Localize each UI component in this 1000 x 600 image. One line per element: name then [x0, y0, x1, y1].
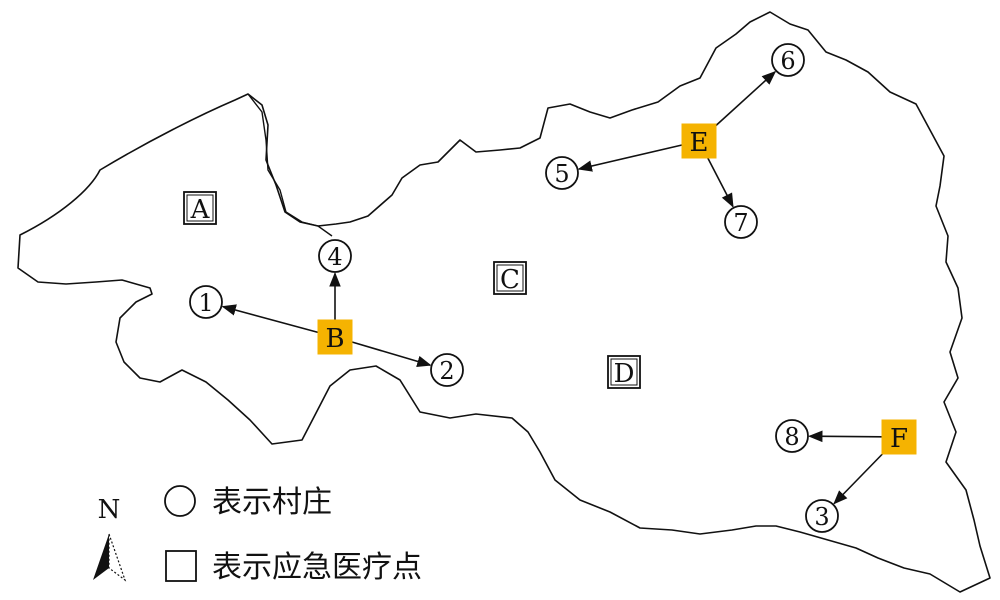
medical-point-label: B	[325, 324, 344, 354]
village-label: 1	[198, 289, 213, 317]
medical-point-label: E	[690, 128, 709, 158]
arrow-E-to-v6	[715, 70, 777, 127]
village-label: 6	[780, 47, 795, 75]
medical-point-A: A	[183, 191, 217, 225]
legend: 表示村庄 表示应急医疗点	[164, 485, 422, 585]
medical-point-label: A	[190, 195, 211, 225]
medical-point-label: D	[614, 359, 635, 389]
medical-point-label: C	[500, 265, 520, 295]
medical-point-E: E	[681, 123, 717, 159]
village-3: 3	[805, 499, 839, 533]
legend-medical-text: 表示应急医疗点	[212, 550, 422, 585]
village-5: 5	[545, 156, 579, 190]
medical-point-C: C	[493, 261, 527, 295]
village-4: 4	[318, 239, 352, 273]
village-label: 7	[733, 209, 748, 237]
medical-point-B: B	[317, 319, 353, 355]
legend-medical-icon	[165, 550, 197, 582]
legend-village-text: 表示村庄	[212, 485, 332, 520]
village-7: 7	[724, 205, 758, 239]
village-label: 4	[327, 243, 342, 271]
village-label: 2	[439, 357, 454, 385]
village-1: 1	[189, 285, 223, 319]
legend-village-icon	[164, 485, 196, 517]
arrow-F-to-v8	[808, 430, 883, 443]
village-label: 3	[814, 503, 829, 531]
medical-point-label: F	[890, 424, 908, 454]
village-label: 8	[784, 423, 799, 451]
village-2: 2	[430, 353, 464, 387]
arrows-layer	[221, 70, 883, 505]
village-6: 6	[771, 43, 805, 77]
arrow-F-to-v3	[833, 453, 883, 505]
arrow-E-to-v7	[707, 157, 734, 208]
medical-point-F: F	[881, 419, 917, 455]
medical-point-D: D	[607, 355, 641, 389]
arrow-B-to-v2	[351, 341, 432, 367]
north-label: N	[98, 495, 121, 525]
internal-boundary	[247, 93, 333, 237]
region-boundary	[17, 11, 991, 593]
north-arrow-icon	[93, 533, 127, 582]
village-8: 8	[775, 419, 809, 453]
village-label: 5	[554, 160, 569, 188]
arrow-E-to-v5	[577, 144, 683, 172]
arrow-B-to-v1	[221, 304, 319, 334]
north-arrow: N	[93, 495, 127, 582]
